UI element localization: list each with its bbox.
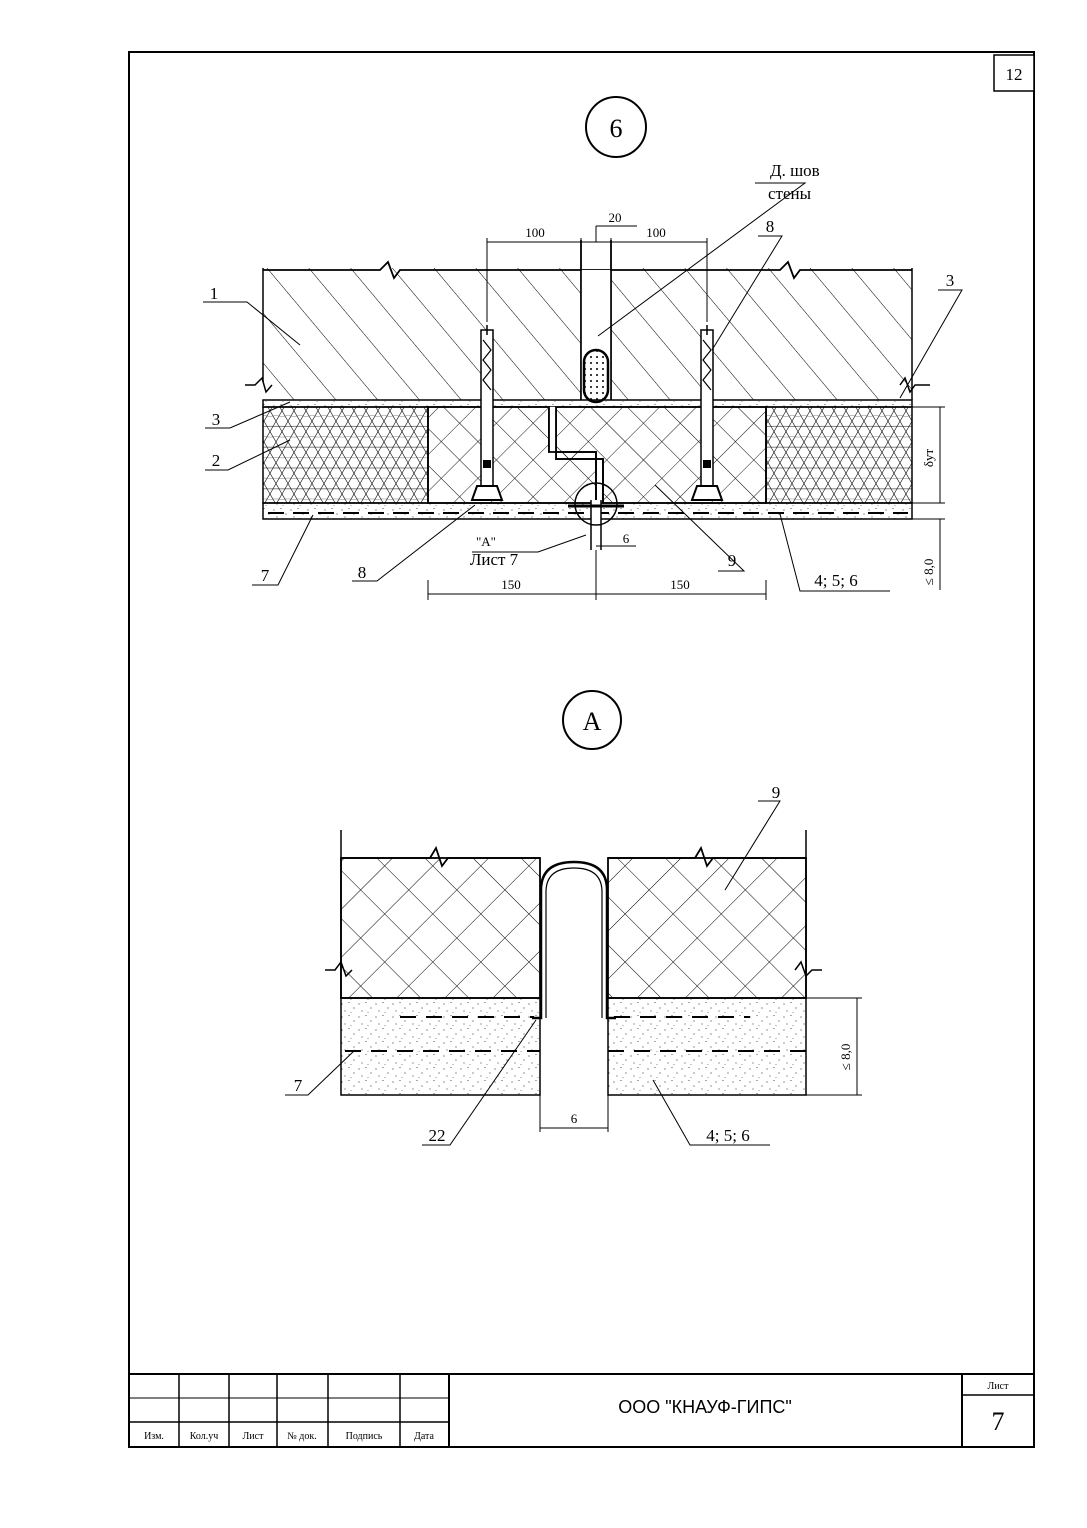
render-left (340, 997, 541, 1096)
joint-cord (582, 348, 610, 404)
corner-number: 12 (1006, 65, 1023, 84)
label-adhesive-right: 3 (946, 271, 955, 290)
detail-6: 6 (203, 96, 963, 600)
label-mineral-board: 9 (728, 551, 737, 570)
detail-A-marker-text: А (583, 707, 602, 736)
insulation-right (765, 406, 913, 504)
title-block: Изм. Кол.уч Лист № док. Подпись Дата ООО… (129, 1373, 1034, 1447)
dim-right-span: 150 (670, 577, 690, 592)
wall-section (245, 240, 930, 404)
sheet-frame (128, 51, 1035, 1448)
detail-6-marker-text: 6 (610, 114, 623, 143)
dim-gap-A: 6 (571, 1111, 578, 1126)
corner-number-box (993, 54, 1035, 92)
ref-mark-line2: Лист 7 (470, 550, 519, 569)
label-joint-line1: Д. шов (770, 161, 820, 180)
label-A-mesh: 7 (294, 1076, 303, 1095)
dim-right-anchor: 100 (646, 225, 666, 240)
detail-A: А 6 ≤ 8,0 (285, 690, 862, 1146)
dimensions-A (539, 997, 862, 1132)
render-layer (262, 502, 913, 520)
tb-col-date: Дата (414, 1431, 434, 1442)
mineral-board-right (607, 857, 807, 999)
leaders-A (285, 800, 781, 1146)
tb-col-izm: Изм. (144, 1431, 164, 1442)
dim-seam: 6 (623, 531, 630, 546)
detail-A-marker (562, 690, 622, 750)
expansion-profile (532, 860, 616, 1020)
tb-col-list: Лист (243, 1431, 265, 1442)
ref-mark-line1: "А" (476, 534, 496, 549)
dim-left-span: 150 (501, 577, 521, 592)
dimensions-bottom (427, 406, 945, 600)
dim-thickness: δут (921, 449, 936, 468)
label-dowel-bottom: 8 (358, 563, 367, 582)
sheet-number: 7 (992, 1407, 1005, 1436)
detail-6-marker (585, 96, 647, 158)
detail-A-callout-circle (574, 482, 618, 526)
leaders-top (203, 182, 963, 592)
label-A-mineral-board: 9 (772, 783, 781, 802)
adhesive-layer (262, 399, 913, 408)
tb-col-koluch: Кол.уч (190, 1431, 219, 1442)
dim-left-anchor: 100 (525, 225, 545, 240)
label-wall: 1 (210, 284, 219, 303)
tb-col-doc: № док. (287, 1431, 317, 1442)
dowel-right (690, 325, 724, 501)
organization-name: ООО "КНАУФ-ГИПС" (618, 1397, 792, 1417)
sheet-label: Лист (988, 1381, 1010, 1392)
label-adhesive-left: 3 (212, 410, 221, 429)
label-A-render-layers: 4; 5; 6 (706, 1126, 749, 1145)
label-A-profile: 22 (429, 1126, 446, 1145)
label-insulation: 2 (212, 451, 221, 470)
label-joint-line2: стены (768, 184, 812, 203)
insulation-left (262, 406, 429, 504)
dowel-left (470, 325, 504, 501)
dim-gap: 20 (609, 210, 622, 225)
label-mesh: 7 (261, 566, 270, 585)
label-dowel-top: 8 (766, 217, 775, 236)
render-right (607, 997, 807, 1096)
tb-col-signature: Подпись (346, 1431, 383, 1442)
dim-render-max-A: ≤ 8,0 (838, 1044, 853, 1071)
dim-render-max: ≤ 8,0 (921, 559, 936, 586)
label-render-layers: 4; 5; 6 (814, 571, 857, 590)
dimensions-top (486, 225, 708, 322)
mineral-board-left (340, 857, 541, 999)
